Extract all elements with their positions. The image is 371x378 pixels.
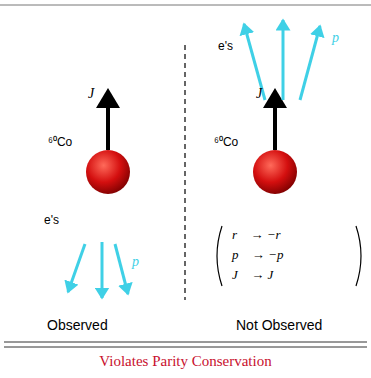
bracket <box>217 226 222 286</box>
panel-label: Observed <box>47 318 108 333</box>
nucleus <box>86 150 130 194</box>
nucleus <box>253 150 297 194</box>
vector-label: J⃗ <box>88 86 105 101</box>
divider <box>184 45 186 300</box>
electron-label: e's <box>218 40 233 53</box>
bracket <box>356 226 361 286</box>
electron-label: e's <box>44 214 59 227</box>
rule-line <box>4 347 367 348</box>
rule-line <box>0 5 371 6</box>
matrix-row: J⃗ → J⃗ <box>232 268 283 282</box>
isotope-label: ⁶⁰Co <box>214 136 238 149</box>
caption: Violates Parity Conservation <box>99 353 271 370</box>
vector-label: J⃗ <box>256 86 273 101</box>
vector-label: p⃗ <box>132 254 150 269</box>
isotope-label: ⁶⁰Co <box>48 136 72 149</box>
matrix-row: p⃗ → −p⃗ <box>232 248 294 262</box>
spin-arrow <box>273 92 277 150</box>
spin-arrow <box>106 92 110 150</box>
matrix-row: r⃗ → −r⃗ <box>232 228 291 242</box>
vector-label: p⃗ <box>332 30 350 45</box>
panel-label: Not Observed <box>236 318 322 333</box>
rule-line <box>4 342 367 343</box>
